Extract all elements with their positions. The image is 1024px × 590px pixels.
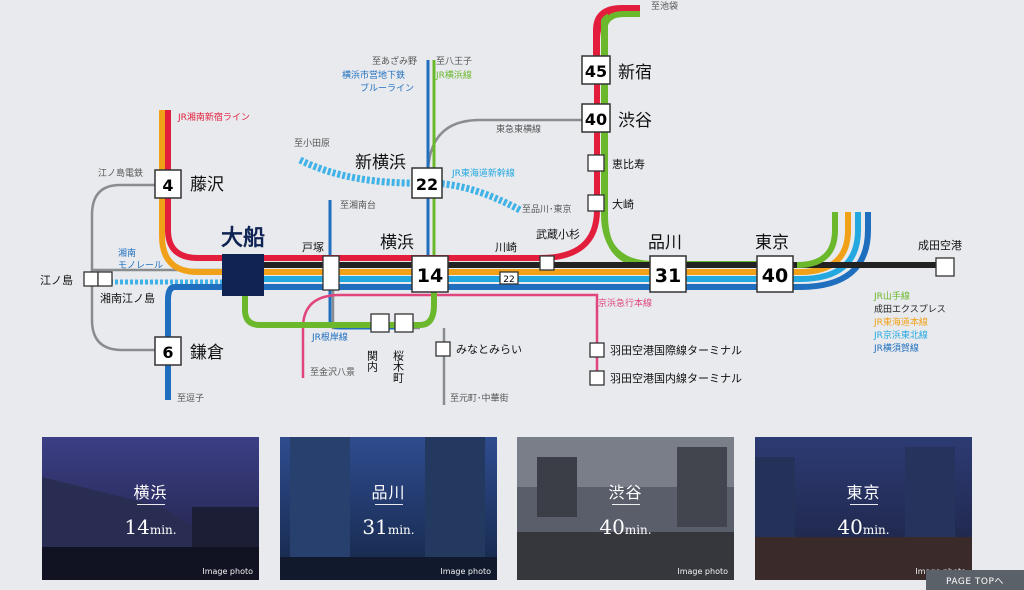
card-minutes: 31min.	[362, 515, 415, 539]
label-to-shonandai: 至湘南台	[340, 199, 376, 211]
card-divider	[849, 504, 878, 505]
station-narita: 成田空港	[918, 238, 962, 252]
city-photo	[755, 437, 972, 580]
label-yokohama-subway: 横浜市営地下鉄	[342, 69, 405, 81]
label-to-odawara: 至小田原	[294, 138, 330, 149]
hub-station-ofuna[interactable]	[222, 254, 264, 296]
label-shinkansen: JR東海道新幹線	[451, 167, 515, 179]
card-divider	[611, 504, 640, 505]
card-shinagawa[interactable]: 品川 31min. Image photo	[280, 437, 497, 580]
shonan-shinjuku-arc	[593, 5, 640, 60]
hub-station-label: 大船	[221, 225, 265, 251]
label-enoden: 江ノ島電鉄	[98, 167, 143, 179]
card-yokohama[interactable]: 横浜 14min. Image photo	[42, 437, 259, 580]
card-caption: Image photo	[677, 567, 728, 576]
label-to-ikebukuro: 至池袋	[651, 0, 678, 12]
station-fujisawa: 藤沢	[190, 175, 224, 195]
station-tokyo: 東京	[755, 233, 789, 253]
label-to-kanazawa-hakkei: 至金沢八景	[310, 366, 355, 378]
legend-item: JR横須賀線	[873, 342, 919, 354]
card-tokyo[interactable]: 東京 40min. Image photo	[755, 437, 972, 580]
label-tokyu-toyoko: 東急東横線	[496, 123, 541, 135]
station-sakuragicho: 桜木町	[392, 349, 405, 383]
minute-boxes: 4 6 22 14 31 40 45 40	[154, 55, 794, 366]
label-jr-shonan-shinjuku: JR湘南新宿ライン	[177, 111, 250, 123]
destination-cards: 横浜 14min. Image photo 品川 31min. Image ph…	[0, 437, 1024, 582]
station-osaki: 大崎	[612, 197, 634, 211]
label-to-zushi: 至逗子	[177, 393, 204, 404]
page-top-button[interactable]: PAGE TOPへ	[926, 570, 1024, 590]
shinjuku-minutes: 45	[585, 62, 607, 81]
route-map: 大船 4 6 22 14 31 40 45 40 22 藤沢	[40, 0, 962, 405]
station-enoshima: 江ノ島	[40, 273, 73, 287]
yokohama-minutes: 14	[417, 265, 443, 287]
station-yokohama: 横浜	[380, 233, 414, 253]
station-haneda-dom: 羽田空港国内線ターミナル	[610, 371, 742, 385]
station-shibuya: 渋谷	[618, 111, 652, 131]
legend-item: JR山手線	[873, 290, 910, 302]
card-city: 東京	[846, 483, 881, 502]
label-to-azamino: 至あざみ野	[372, 55, 417, 67]
label-to-shinagawa-tokyo: 至品川･東京	[522, 203, 572, 215]
card-city: 品川	[371, 483, 406, 502]
card-divider	[136, 504, 165, 505]
station-haneda-intl: 羽田空港国際線ターミナル	[610, 343, 742, 357]
card-city: 横浜	[133, 483, 168, 502]
station-kamakura: 鎌倉	[190, 343, 224, 363]
kawasaki-22-badge: 22	[503, 275, 514, 285]
legend-item: JR京浜東北線	[873, 329, 928, 341]
label-monorail-1: 湘南	[118, 247, 136, 259]
station-shonan-enoshima: 湘南江ノ島	[100, 291, 155, 305]
station-kawasaki: 川崎	[495, 240, 517, 254]
station-totsuka: 戸塚	[302, 241, 324, 254]
shibuya-minutes: 40	[585, 110, 607, 129]
card-caption: Image photo	[202, 567, 253, 576]
station-minatomirai: みなとみらい	[456, 343, 522, 356]
station-musashikosugi: 武蔵小杉	[536, 227, 580, 241]
city-photo	[42, 437, 259, 580]
tokyo-minutes: 40	[762, 265, 788, 287]
card-minutes: 40min.	[837, 515, 890, 539]
card-minutes: 14min.	[124, 515, 177, 539]
card-divider	[374, 504, 403, 505]
kamakura-minutes: 6	[162, 343, 173, 362]
line-labels: JR湘南新宿ライン 江ノ島電鉄 湘南 モノレール 至小田原 至あざみ野 至八王子…	[98, 0, 678, 404]
label-jr-yokohama: JR横浜線	[435, 69, 472, 81]
yamanote-arc	[601, 11, 640, 60]
label-to-hachioji: 至八王子	[436, 56, 472, 67]
city-photo	[517, 437, 734, 580]
station-kannai: 関内	[366, 350, 379, 373]
label-keikyu: 京浜急行本線	[598, 297, 652, 309]
station-shinagawa: 品川	[648, 233, 682, 253]
legend-item: 成田エクスプレス	[874, 303, 946, 315]
city-photo	[280, 437, 497, 580]
shinkansen-line	[298, 156, 522, 214]
fujisawa-minutes: 4	[162, 176, 173, 195]
label-jr-negishi: JR根岸線	[311, 331, 348, 343]
station-markers	[83, 154, 955, 386]
legend-item: JR東海道本線	[873, 316, 928, 328]
label-blue-line: ブルーライン	[360, 82, 414, 94]
station-names: 藤沢 鎌倉 横浜 新横浜 品川 東京 新宿 渋谷 戸塚 川崎 武蔵小杉 恵比寿 …	[40, 63, 962, 385]
station-ebisu: 恵比寿	[612, 157, 645, 171]
shinagawa-minutes: 31	[655, 265, 681, 287]
station-shinjuku: 新宿	[618, 63, 652, 83]
card-shibuya[interactable]: 渋谷 40min. Image photo	[517, 437, 734, 580]
station-shinyokohama: 新横浜	[355, 153, 406, 173]
card-minutes: 40min.	[599, 515, 652, 539]
card-caption: Image photo	[440, 567, 491, 576]
shinyokohama-minutes: 22	[416, 175, 438, 194]
label-to-motomachi: 至元町･中華街	[450, 392, 509, 404]
label-monorail-2: モノレール	[118, 261, 163, 271]
card-city: 渋谷	[608, 483, 643, 502]
